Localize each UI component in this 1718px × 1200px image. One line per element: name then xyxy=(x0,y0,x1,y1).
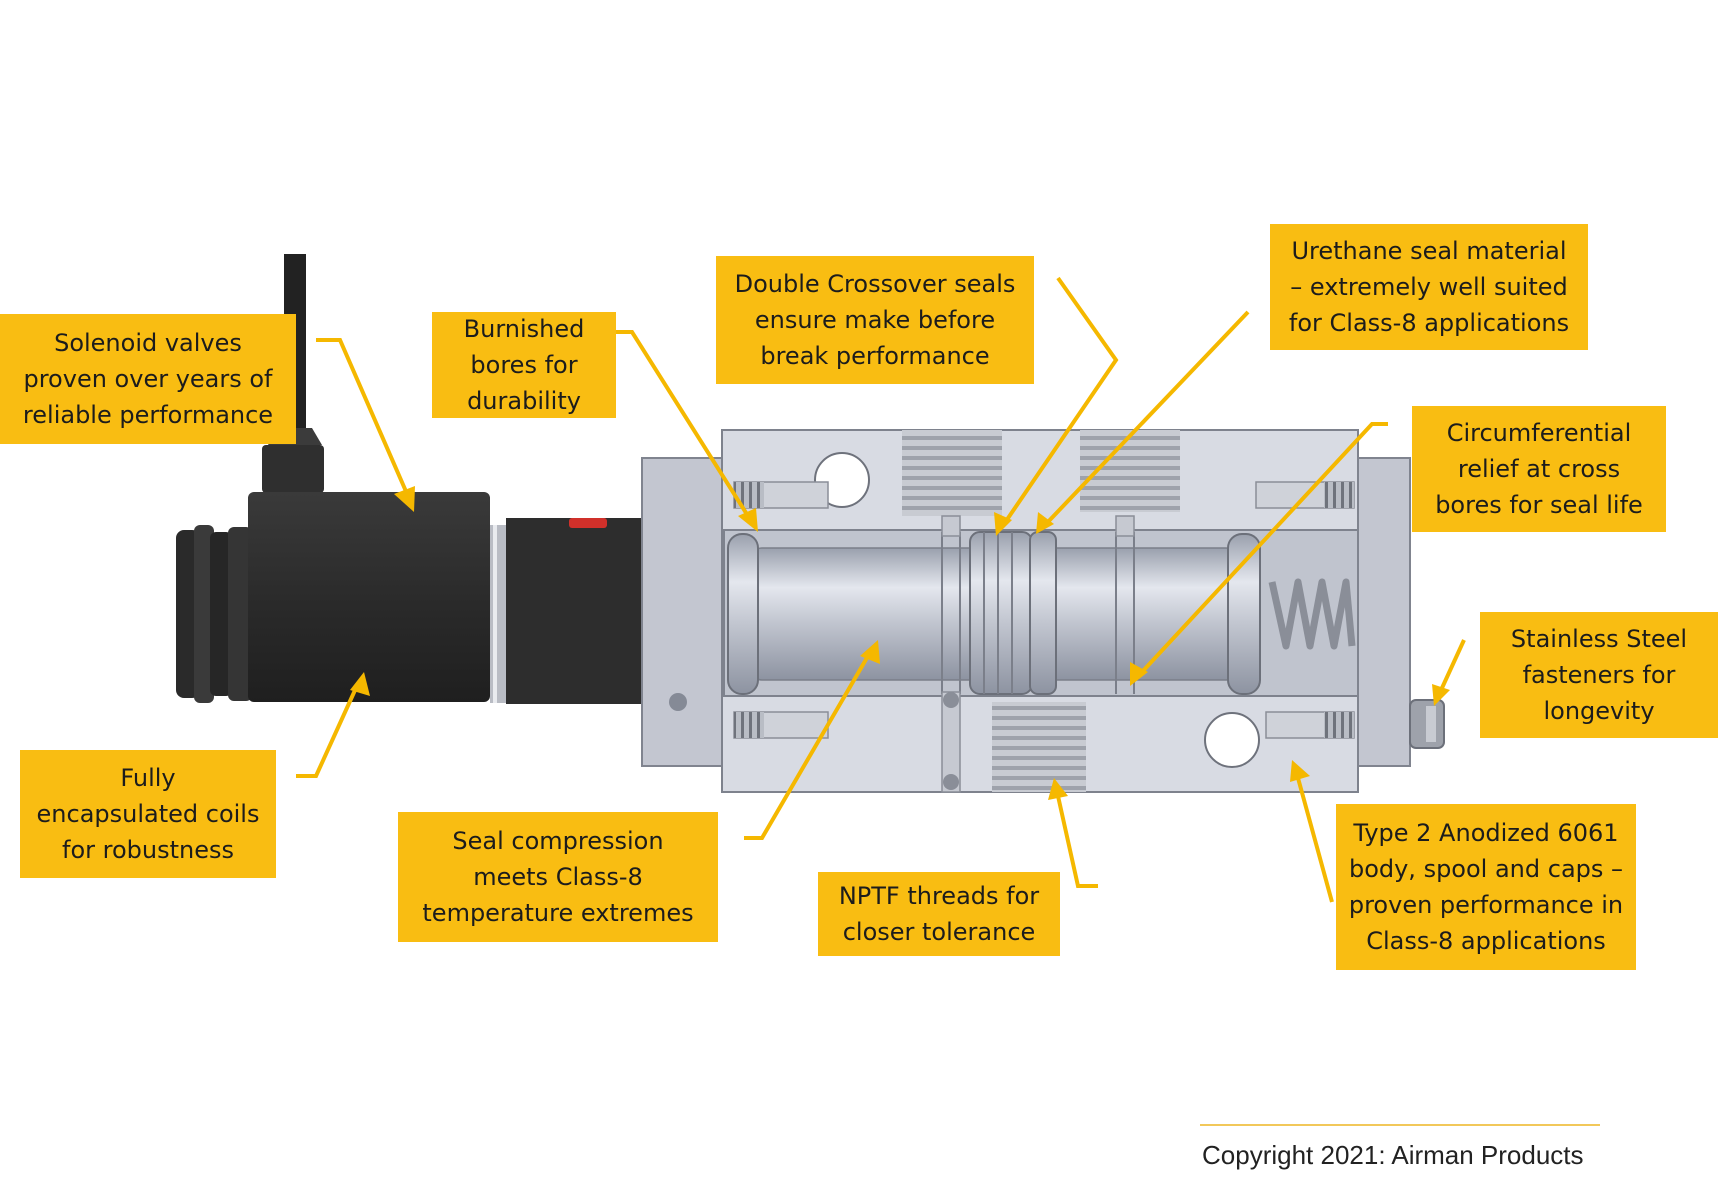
callout-circumferential-line-3: bores for seal life xyxy=(1435,491,1643,519)
callout-anodized-line-4: Class-8 applications xyxy=(1366,927,1606,955)
callout-anodized-line-1: Type 2 Anodized 6061 xyxy=(1353,819,1619,847)
callout-burnished: Burnished bores for durability xyxy=(432,312,616,418)
callout-encapsulated-line-3: for robustness xyxy=(62,836,234,864)
callout-stainless-line-1: Stainless Steel xyxy=(1510,625,1688,653)
leader-nptf xyxy=(1056,795,1098,888)
callout-compression-line-2: meets Class-8 xyxy=(473,863,643,891)
callout-stainless-line-2: fasteners for xyxy=(1522,661,1676,689)
leader-solenoid xyxy=(316,338,410,497)
callout-anodized-line-3: proven performance in xyxy=(1348,891,1624,919)
callout-compression-line-1: Seal compression xyxy=(452,827,664,855)
leader-urethane xyxy=(1044,310,1250,526)
valve-body xyxy=(721,429,1359,793)
leader-lines xyxy=(296,276,1466,903)
callout-solenoid-line-2: proven over years of xyxy=(23,365,273,393)
callout-solenoid: Solenoid valves proven over years of rel… xyxy=(0,314,296,444)
callout-circumferential: Circumferential relief at cross bores fo… xyxy=(1412,406,1666,532)
callout-anodized: Type 2 Anodized 6061 body, spool and cap… xyxy=(1336,804,1636,970)
leader-compression xyxy=(744,654,870,840)
callout-encapsulated-line-2: encapsulated coils xyxy=(36,800,260,828)
callout-encapsulated-line-1: Fully xyxy=(120,764,176,792)
leader-arrowheads xyxy=(350,486,1450,800)
callout-solenoid-line-3: reliable performance xyxy=(22,401,274,429)
callout-urethane: Urethane seal material – extremely well … xyxy=(1270,224,1588,350)
leader-encapsulated xyxy=(296,687,358,778)
callout-nptf: NPTF threads for closer tolerance xyxy=(818,872,1060,956)
leader-stainless xyxy=(1440,639,1466,689)
callout-nptf-line-2: closer tolerance xyxy=(842,918,1036,946)
callout-urethane-line-3: for Class-8 applications xyxy=(1288,309,1570,337)
callout-crossover-line-2: ensure make before xyxy=(754,306,996,334)
leader-circumferential xyxy=(1140,422,1388,674)
callout-stainless: Stainless Steel fasteners for longevity xyxy=(1480,612,1718,738)
left-end-cap xyxy=(641,457,725,767)
callout-compression: Seal compression meets Class-8 temperatu… xyxy=(398,812,718,942)
callout-circumferential-line-1: Circumferential xyxy=(1446,419,1632,447)
callout-compression-line-3: temperature extremes xyxy=(422,899,694,927)
callout-nptf-line-1: NPTF threads for xyxy=(838,882,1040,910)
callout-urethane-line-1: Urethane seal material xyxy=(1291,237,1567,265)
copyright-text: Copyright 2021: Airman Products xyxy=(1202,1140,1584,1170)
callout-anodized-line-2: body, spool and caps – xyxy=(1348,855,1624,883)
right-end-cap xyxy=(1357,457,1445,767)
callout-burnished-line-2: bores for xyxy=(470,351,578,379)
leader-burnished xyxy=(616,330,750,518)
callout-urethane-line-2: – extremely well suited xyxy=(1290,273,1568,301)
callout-stainless-line-3: longevity xyxy=(1543,697,1655,725)
callout-solenoid-line-1: Solenoid valves xyxy=(54,329,242,357)
copyright-divider xyxy=(1200,1124,1600,1126)
callout-encapsulated: Fully encapsulated coils for robustness xyxy=(20,750,276,878)
callout-crossover-line-1: Double Crossover seals xyxy=(734,270,1016,298)
callout-crossover-line-3: break performance xyxy=(760,342,990,370)
solenoid-assembly xyxy=(176,254,642,704)
callout-crossover: Double Crossover seals ensure make befor… xyxy=(716,256,1034,384)
callout-burnished-line-3: durability xyxy=(467,387,581,415)
leader-anodized xyxy=(1296,777,1334,903)
callout-circumferential-line-2: relief at cross xyxy=(1457,455,1621,483)
callout-burnished-line-1: Burnished xyxy=(463,315,585,343)
leader-crossover xyxy=(1002,276,1119,526)
